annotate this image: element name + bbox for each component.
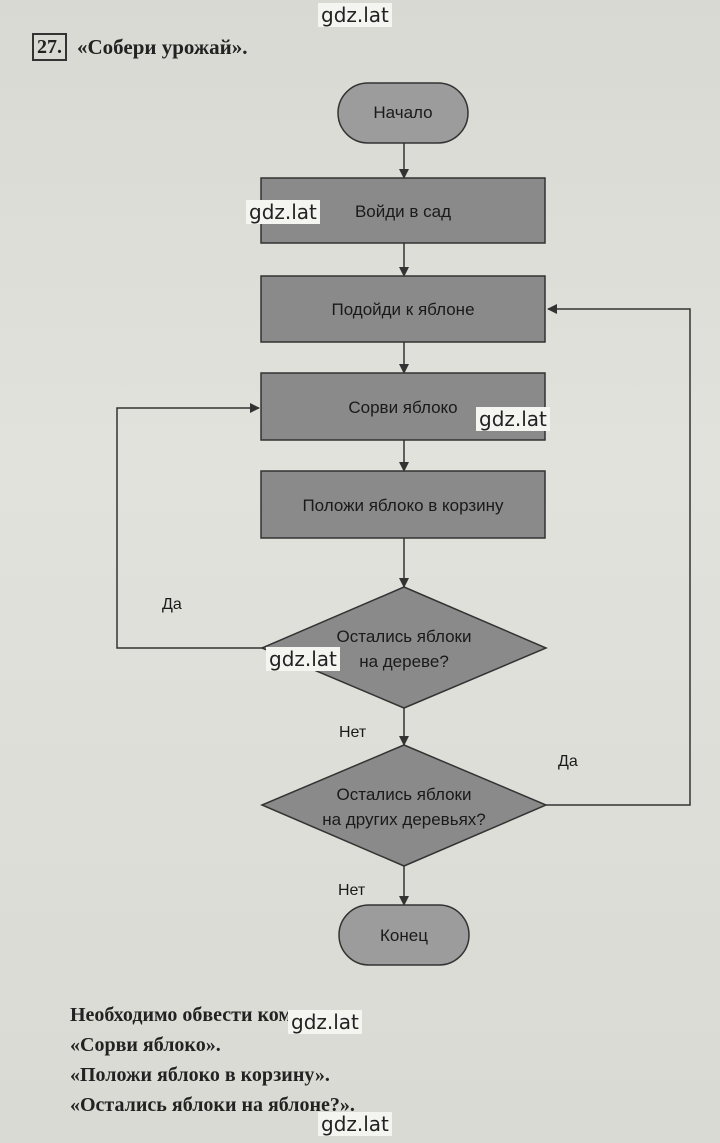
watermark: gdz.lat — [246, 200, 320, 224]
decision-apples-on-tree: Остались яблоки на дереве? — [260, 586, 548, 709]
exercise-number: 27. — [32, 33, 67, 61]
edge-label-yes-tree: Да — [162, 596, 182, 613]
start-terminal: Начало — [337, 82, 469, 144]
decision-apples-on-tree-line2: на дереве? — [359, 652, 449, 671]
footer-line: «Сорви яблоко». — [70, 1034, 221, 1056]
watermark: gdz.lat — [476, 407, 550, 431]
process-enter-garden-label: Войди в сад — [355, 202, 451, 221]
process-approach-tree: Подойди к яблоне — [260, 275, 546, 343]
process-put-apple-label: Положи яблоко в корзину — [302, 496, 504, 515]
exercise-title: «Собери урожай». — [77, 34, 248, 59]
footer-line: «Остались яблоки на яблоне?». — [70, 1094, 355, 1116]
edge-yes-loop-to-approach — [546, 304, 691, 806]
end-label: Конец — [380, 926, 428, 945]
watermark: gdz.lat — [318, 1112, 392, 1136]
edge-label-yes-others: Да — [558, 753, 578, 770]
flowchart: Начало Войди в сад Подойди к яблоне Сорв… — [116, 82, 691, 966]
start-label: Начало — [373, 103, 432, 122]
decision-apples-on-tree-line1: Остались яблоки — [337, 627, 472, 646]
end-terminal: Конец — [338, 904, 470, 966]
edge-yes-loop-to-pick — [116, 403, 285, 649]
process-put-apple: Положи яблоко в корзину — [260, 470, 546, 539]
watermark: gdz.lat — [266, 647, 340, 671]
footer-notes: Необходимо обвести команды: «Сорви яблок… — [70, 1000, 355, 1120]
exercise-header: 27. «Собери урожай». — [32, 33, 247, 61]
decision-apples-on-other-trees-line1: Остались яблоки — [337, 785, 472, 804]
footer-line: Необходимо обвести команды: — [70, 1004, 346, 1026]
watermark: gdz.lat — [318, 3, 392, 27]
edge-label-no-others: Нет — [338, 882, 366, 899]
decision-apples-on-other-trees-line2: на других деревьях? — [322, 810, 486, 829]
footer-line: «Положи яблоко в корзину». — [70, 1064, 330, 1086]
watermark: gdz.lat — [288, 1010, 362, 1034]
edge-label-no-tree: Нет — [339, 724, 367, 741]
process-pick-apple-label: Сорви яблоко — [348, 398, 457, 417]
decision-apples-on-other-trees: Остались яблоки на других деревьях? — [260, 744, 548, 867]
process-approach-tree-label: Подойди к яблоне — [331, 300, 474, 319]
